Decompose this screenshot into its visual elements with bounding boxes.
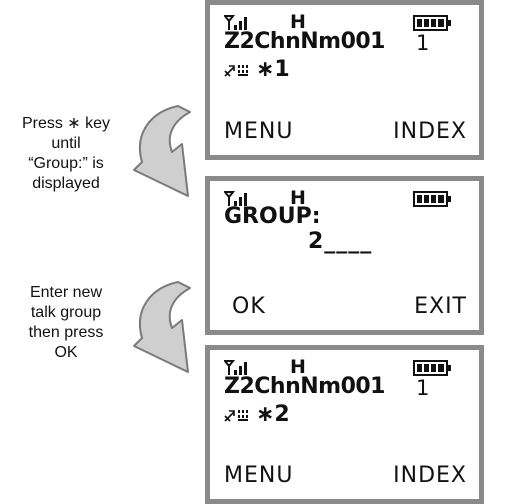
- battery-full-icon: [413, 15, 451, 31]
- group-entry-field[interactable]: 2____: [308, 229, 373, 254]
- curved-arrow-icon: [133, 281, 191, 373]
- battery-full-icon: [413, 360, 451, 376]
- signal-strength-icon: [224, 191, 247, 206]
- battery-full-icon: [413, 191, 451, 207]
- curved-arrow-icon: [133, 105, 191, 197]
- scan-status-icon: [224, 410, 248, 422]
- channel-number: 1: [416, 376, 430, 400]
- exit-softkey[interactable]: EXIT: [414, 294, 467, 319]
- channel-name: Z2ChnNm001: [224, 29, 386, 54]
- band-indicator: H: [290, 11, 306, 33]
- scan-status-icon: [224, 65, 248, 77]
- channel-number: 1: [416, 31, 430, 55]
- step-2-caption: Enter new talk group then press OK: [28, 284, 104, 361]
- ok-softkey[interactable]: OK: [232, 294, 266, 319]
- signal-strength-icon: [224, 15, 247, 30]
- radio-display-group-entry: H GROUP: 2____ OK EXIT: [205, 176, 484, 335]
- group-label: GROUP:: [224, 204, 321, 229]
- band-indicator: H: [290, 187, 306, 209]
- signal-strength-icon: [224, 360, 247, 375]
- step-1-caption: Press ∗ key until “Group:” is displayed: [21, 115, 111, 192]
- index-softkey[interactable]: INDEX: [393, 463, 467, 488]
- band-indicator: H: [290, 356, 306, 378]
- menu-softkey[interactable]: MENU: [224, 119, 294, 144]
- menu-softkey[interactable]: MENU: [224, 463, 294, 488]
- index-softkey[interactable]: INDEX: [393, 119, 467, 144]
- talkgroup-indicator: ∗1: [256, 57, 290, 82]
- talkgroup-indicator: ∗2: [256, 402, 290, 427]
- channel-name: Z2ChnNm001: [224, 374, 386, 399]
- radio-display-after: H Z2ChnNm001 1 ∗2 MENU INDEX: [205, 345, 484, 504]
- radio-display-before: H Z2ChnNm001 1 ∗1 MENU INDEX: [205, 0, 484, 160]
